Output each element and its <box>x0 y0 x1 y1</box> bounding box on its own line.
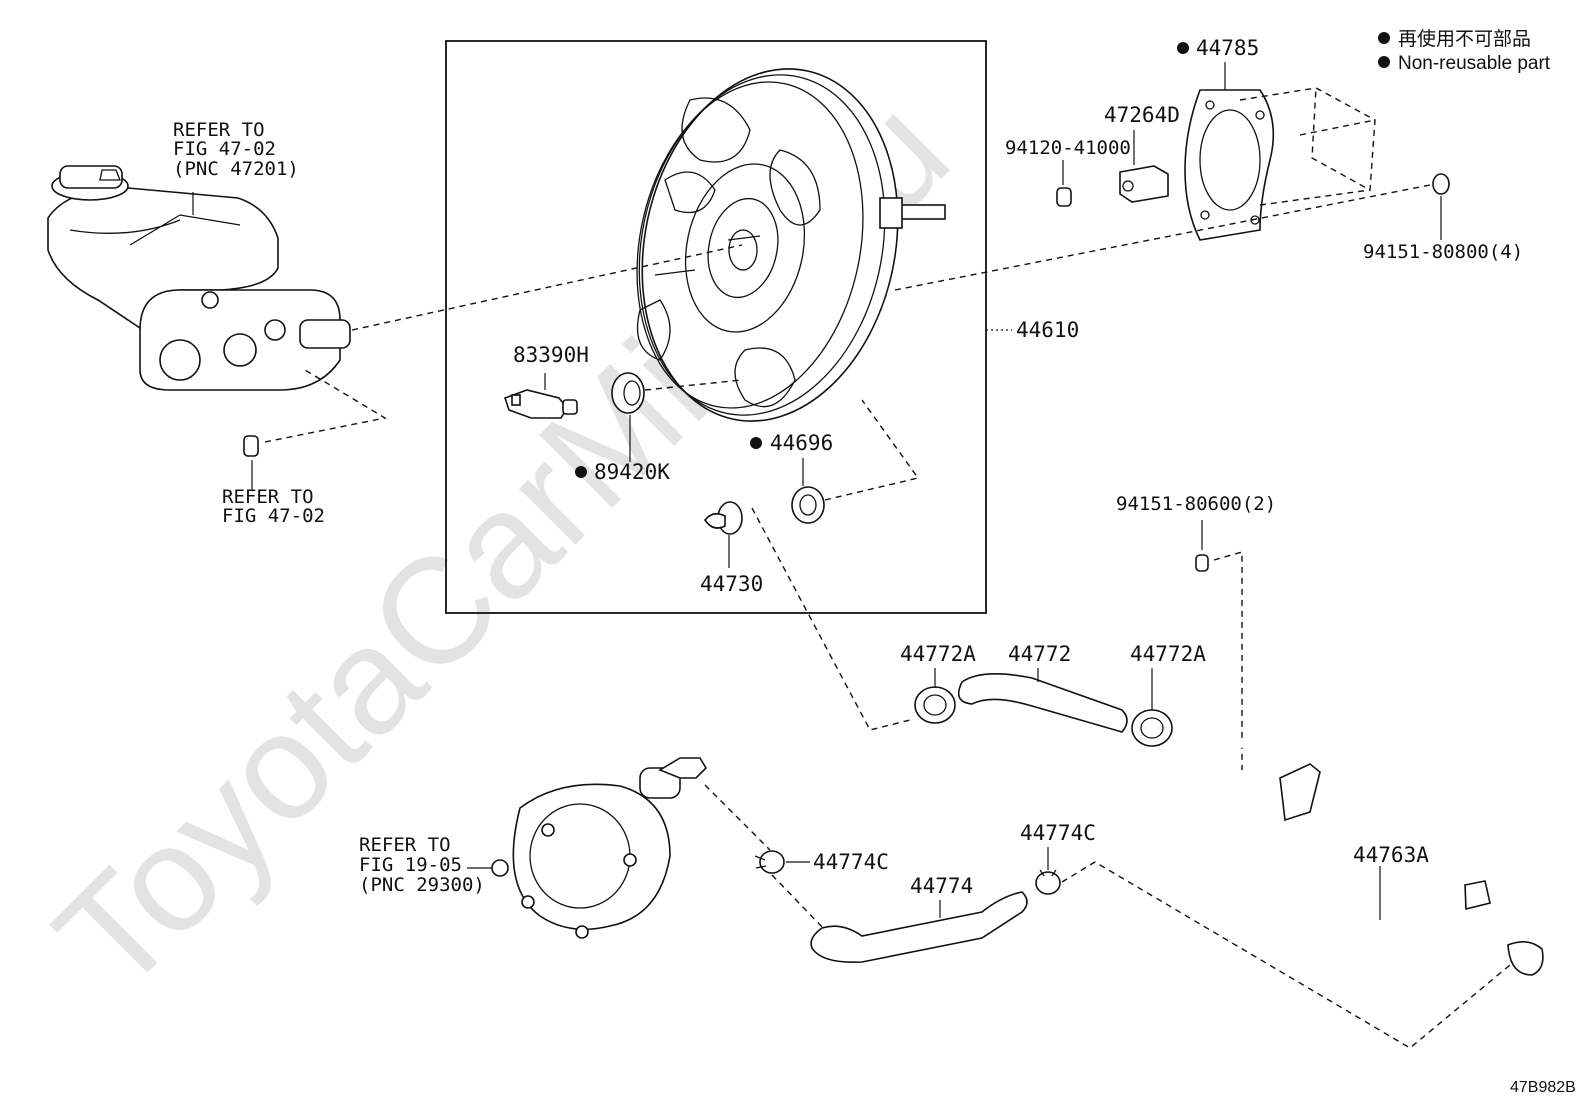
clamp-44772a-right[interactable] <box>1131 709 1173 747</box>
ref-clip-line2: FIG 47-02 <box>222 505 325 527</box>
non-reusable-marker-44696 <box>750 437 762 449</box>
grommet-89420k[interactable] <box>611 372 645 414</box>
part-label-94120-41000: 94120-41000 <box>1005 137 1131 159</box>
vacuum-sensor-83390h[interactable] <box>503 389 578 419</box>
part-label-44772: 44772 <box>1008 642 1071 666</box>
master-cylinder-assembly[interactable] <box>47 165 351 391</box>
ref-clip-line1: REFER TO <box>222 486 314 508</box>
part-label-44772a-left: 44772A <box>900 642 976 666</box>
part-label-44785: 44785 <box>1196 36 1259 60</box>
part-label-44763a: 44763A <box>1353 843 1429 867</box>
legend-marker-1 <box>1378 32 1390 44</box>
clip-reference-part[interactable] <box>243 435 259 457</box>
bracket-47264d[interactable] <box>1119 165 1169 203</box>
seal-44696[interactable] <box>791 486 825 524</box>
brake-booster[interactable] <box>608 45 946 445</box>
part-label-89420k: 89420K <box>594 460 670 484</box>
ref-master-cylinder-line1: REFER TO <box>173 119 265 141</box>
gasket-44785[interactable] <box>1184 89 1275 241</box>
legend-marker-2 <box>1378 56 1390 68</box>
nut-94120-41000[interactable] <box>1056 187 1072 207</box>
hose-44772[interactable] <box>957 673 1128 733</box>
booster-assembly-frame <box>445 40 987 614</box>
diagram-code: 47B982B <box>1510 1079 1576 1096</box>
part-label-83390h: 83390H <box>513 343 589 367</box>
clamp-44774c-left[interactable] <box>754 850 785 874</box>
non-reusable-marker-89420k <box>575 466 587 478</box>
ref-vacuum-pump-line2: FIG 19-05 <box>359 854 462 876</box>
ref-vacuum-pump-line1: REFER TO <box>359 834 451 856</box>
part-label-94151-80600: 94151-80600(2) <box>1116 493 1276 515</box>
part-label-44610: 44610 <box>1016 318 1079 342</box>
part-label-94151-80800: 94151-80800(4) <box>1363 241 1523 263</box>
check-valve-44730[interactable] <box>704 501 743 535</box>
part-label-44696: 44696 <box>770 431 833 455</box>
legend-japanese: 再使用不可部品 <box>1398 28 1531 50</box>
nut-94151-80600[interactable] <box>1195 554 1209 572</box>
nut-94151-80800[interactable] <box>1432 173 1450 195</box>
hose-44774[interactable] <box>810 891 1028 964</box>
part-label-44774c-left: 44774C <box>813 850 889 874</box>
part-label-44774c-right: 44774C <box>1020 821 1096 845</box>
vacuum-pump[interactable] <box>491 757 708 939</box>
part-label-47264d: 47264D <box>1104 103 1180 127</box>
part-label-44772a-right: 44772A <box>1130 642 1206 666</box>
clamp-44774c-right[interactable] <box>1035 869 1061 895</box>
part-label-44774: 44774 <box>910 874 973 898</box>
ref-master-cylinder-line2: FIG 47-02 <box>173 138 276 160</box>
ref-vacuum-pump-line3: (PNC 29300) <box>359 874 485 896</box>
clamp-44772a-left[interactable] <box>914 686 956 724</box>
pipe-44763a[interactable] <box>1279 763 1544 976</box>
legend-english: Non-reusable part <box>1398 53 1551 74</box>
part-label-44730: 44730 <box>700 572 763 596</box>
ref-master-cylinder-line3: (PNC 47201) <box>173 158 299 180</box>
non-reusable-marker-44785 <box>1177 42 1189 54</box>
